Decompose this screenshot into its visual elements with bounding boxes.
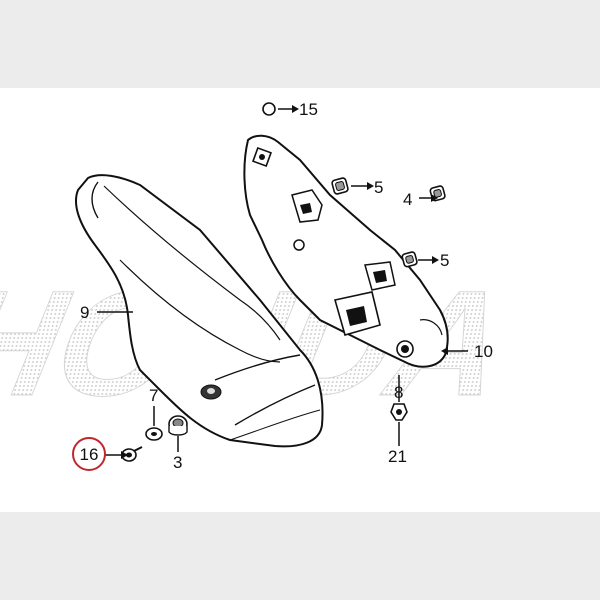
bottom-margin [0, 512, 600, 600]
part-9-heat-shield[interactable] [75, 174, 324, 448]
diagram-panel: HONDA [0, 88, 600, 512]
callout-10: 10 [474, 342, 493, 361]
leader-lines [97, 108, 468, 456]
callout-5a: 5 [374, 178, 383, 197]
callout-15: 15 [299, 100, 318, 119]
callout-5b: 5 [440, 251, 449, 270]
callout-3: 3 [173, 453, 182, 472]
part-7-washer[interactable] [145, 427, 163, 441]
callout-7: 7 [149, 386, 158, 405]
part-5a-clip-nut[interactable] [331, 177, 349, 195]
callout-8: 8 [394, 383, 403, 402]
leader-arrowheads [121, 105, 448, 459]
callout-labels: 15 5 4 5 9 10 7 8 3 21 [80, 100, 493, 472]
part-5b-clip-nut[interactable] [401, 251, 418, 268]
part-10-bracket[interactable] [243, 134, 449, 368]
callout-9: 9 [80, 303, 89, 322]
callout-21: 21 [388, 447, 407, 466]
top-margin [0, 0, 600, 88]
callout-4: 4 [403, 190, 412, 209]
callout-16: 16 [80, 445, 99, 464]
highlight-circle [72, 437, 106, 471]
part-21-bolt[interactable] [390, 403, 408, 421]
part-3-collar-nut[interactable] [168, 415, 188, 436]
part-15-grommet[interactable] [262, 102, 276, 116]
callout-16-highlight[interactable]: 16 [72, 437, 106, 471]
exploded-view-svg: HONDA [0, 100, 520, 472]
